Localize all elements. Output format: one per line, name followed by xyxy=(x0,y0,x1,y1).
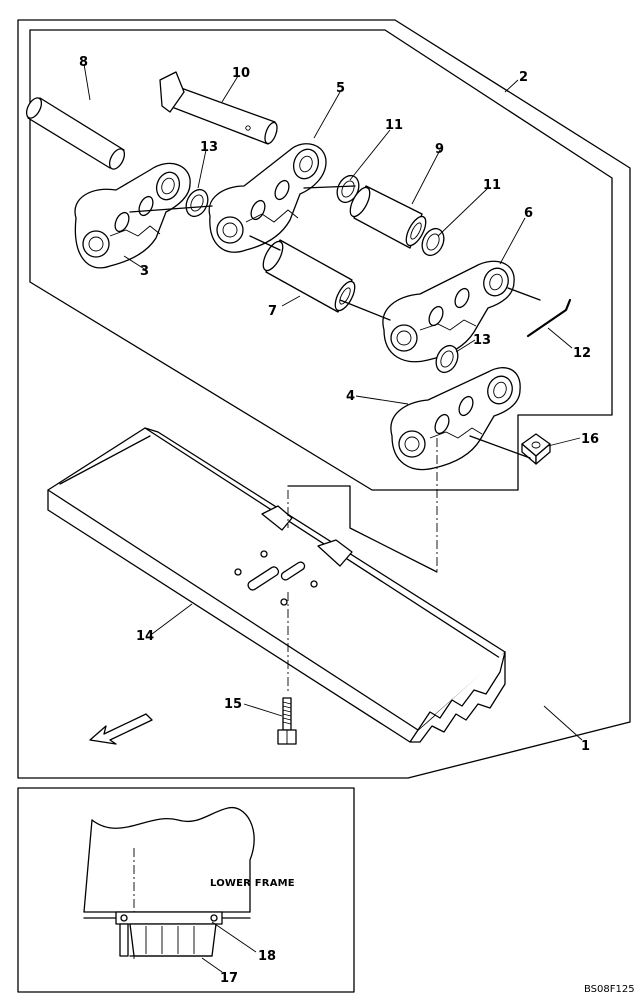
leader-lines xyxy=(83,63,583,741)
callout-4: 4 xyxy=(346,389,355,404)
callout-14: 14 xyxy=(136,629,154,644)
track-shoe-14 xyxy=(47,427,506,743)
master-pin-10 xyxy=(159,71,278,145)
figure-code: BS08F125 xyxy=(584,984,635,995)
inset-frame xyxy=(17,787,355,993)
callout-15: 15 xyxy=(224,697,242,712)
front-direction-arrow xyxy=(89,713,153,745)
callout-11-lower: 11 xyxy=(483,178,501,193)
shoe-nut-16 xyxy=(521,433,551,465)
callout-3: 3 xyxy=(140,264,149,279)
shoe-bolt-15 xyxy=(277,697,297,745)
seal-washer-13-upper xyxy=(185,188,209,218)
bushing-8 xyxy=(25,97,126,170)
track-link-4 xyxy=(390,367,521,471)
callout-13-lower: 13 xyxy=(473,333,491,348)
callout-9: 9 xyxy=(435,142,444,157)
lower-frame-label: LOWER FRAME xyxy=(210,878,295,889)
link-assembly-outline xyxy=(29,29,613,491)
callout-16: 16 xyxy=(581,432,599,447)
callout-17: 17 xyxy=(220,971,238,986)
lock-pin-12 xyxy=(526,298,572,338)
callout-13-upper: 13 xyxy=(200,140,218,155)
inset-lower-frame xyxy=(83,807,257,973)
callouts: 8 10 5 2 11 13 9 11 6 3 7 13 12 4 16 14 … xyxy=(79,55,599,754)
callout-18: 18 xyxy=(258,949,276,964)
callout-6: 6 xyxy=(524,206,533,221)
callout-7: 7 xyxy=(268,304,277,319)
callout-11-upper: 11 xyxy=(385,118,403,133)
seal-washer-13-lower xyxy=(435,344,459,374)
track-link-3 xyxy=(74,162,191,269)
callout-10: 10 xyxy=(232,66,250,81)
track-link-6 xyxy=(382,260,515,363)
callout-8: 8 xyxy=(79,55,88,70)
callout-12: 12 xyxy=(573,346,591,361)
track-link-5 xyxy=(208,143,327,253)
bushing-9 xyxy=(349,185,427,249)
callout-2: 2 xyxy=(519,70,528,85)
center-lines xyxy=(129,185,541,694)
main-frame xyxy=(17,19,631,779)
callout-5: 5 xyxy=(336,81,345,96)
callout-1: 1 xyxy=(581,739,590,754)
